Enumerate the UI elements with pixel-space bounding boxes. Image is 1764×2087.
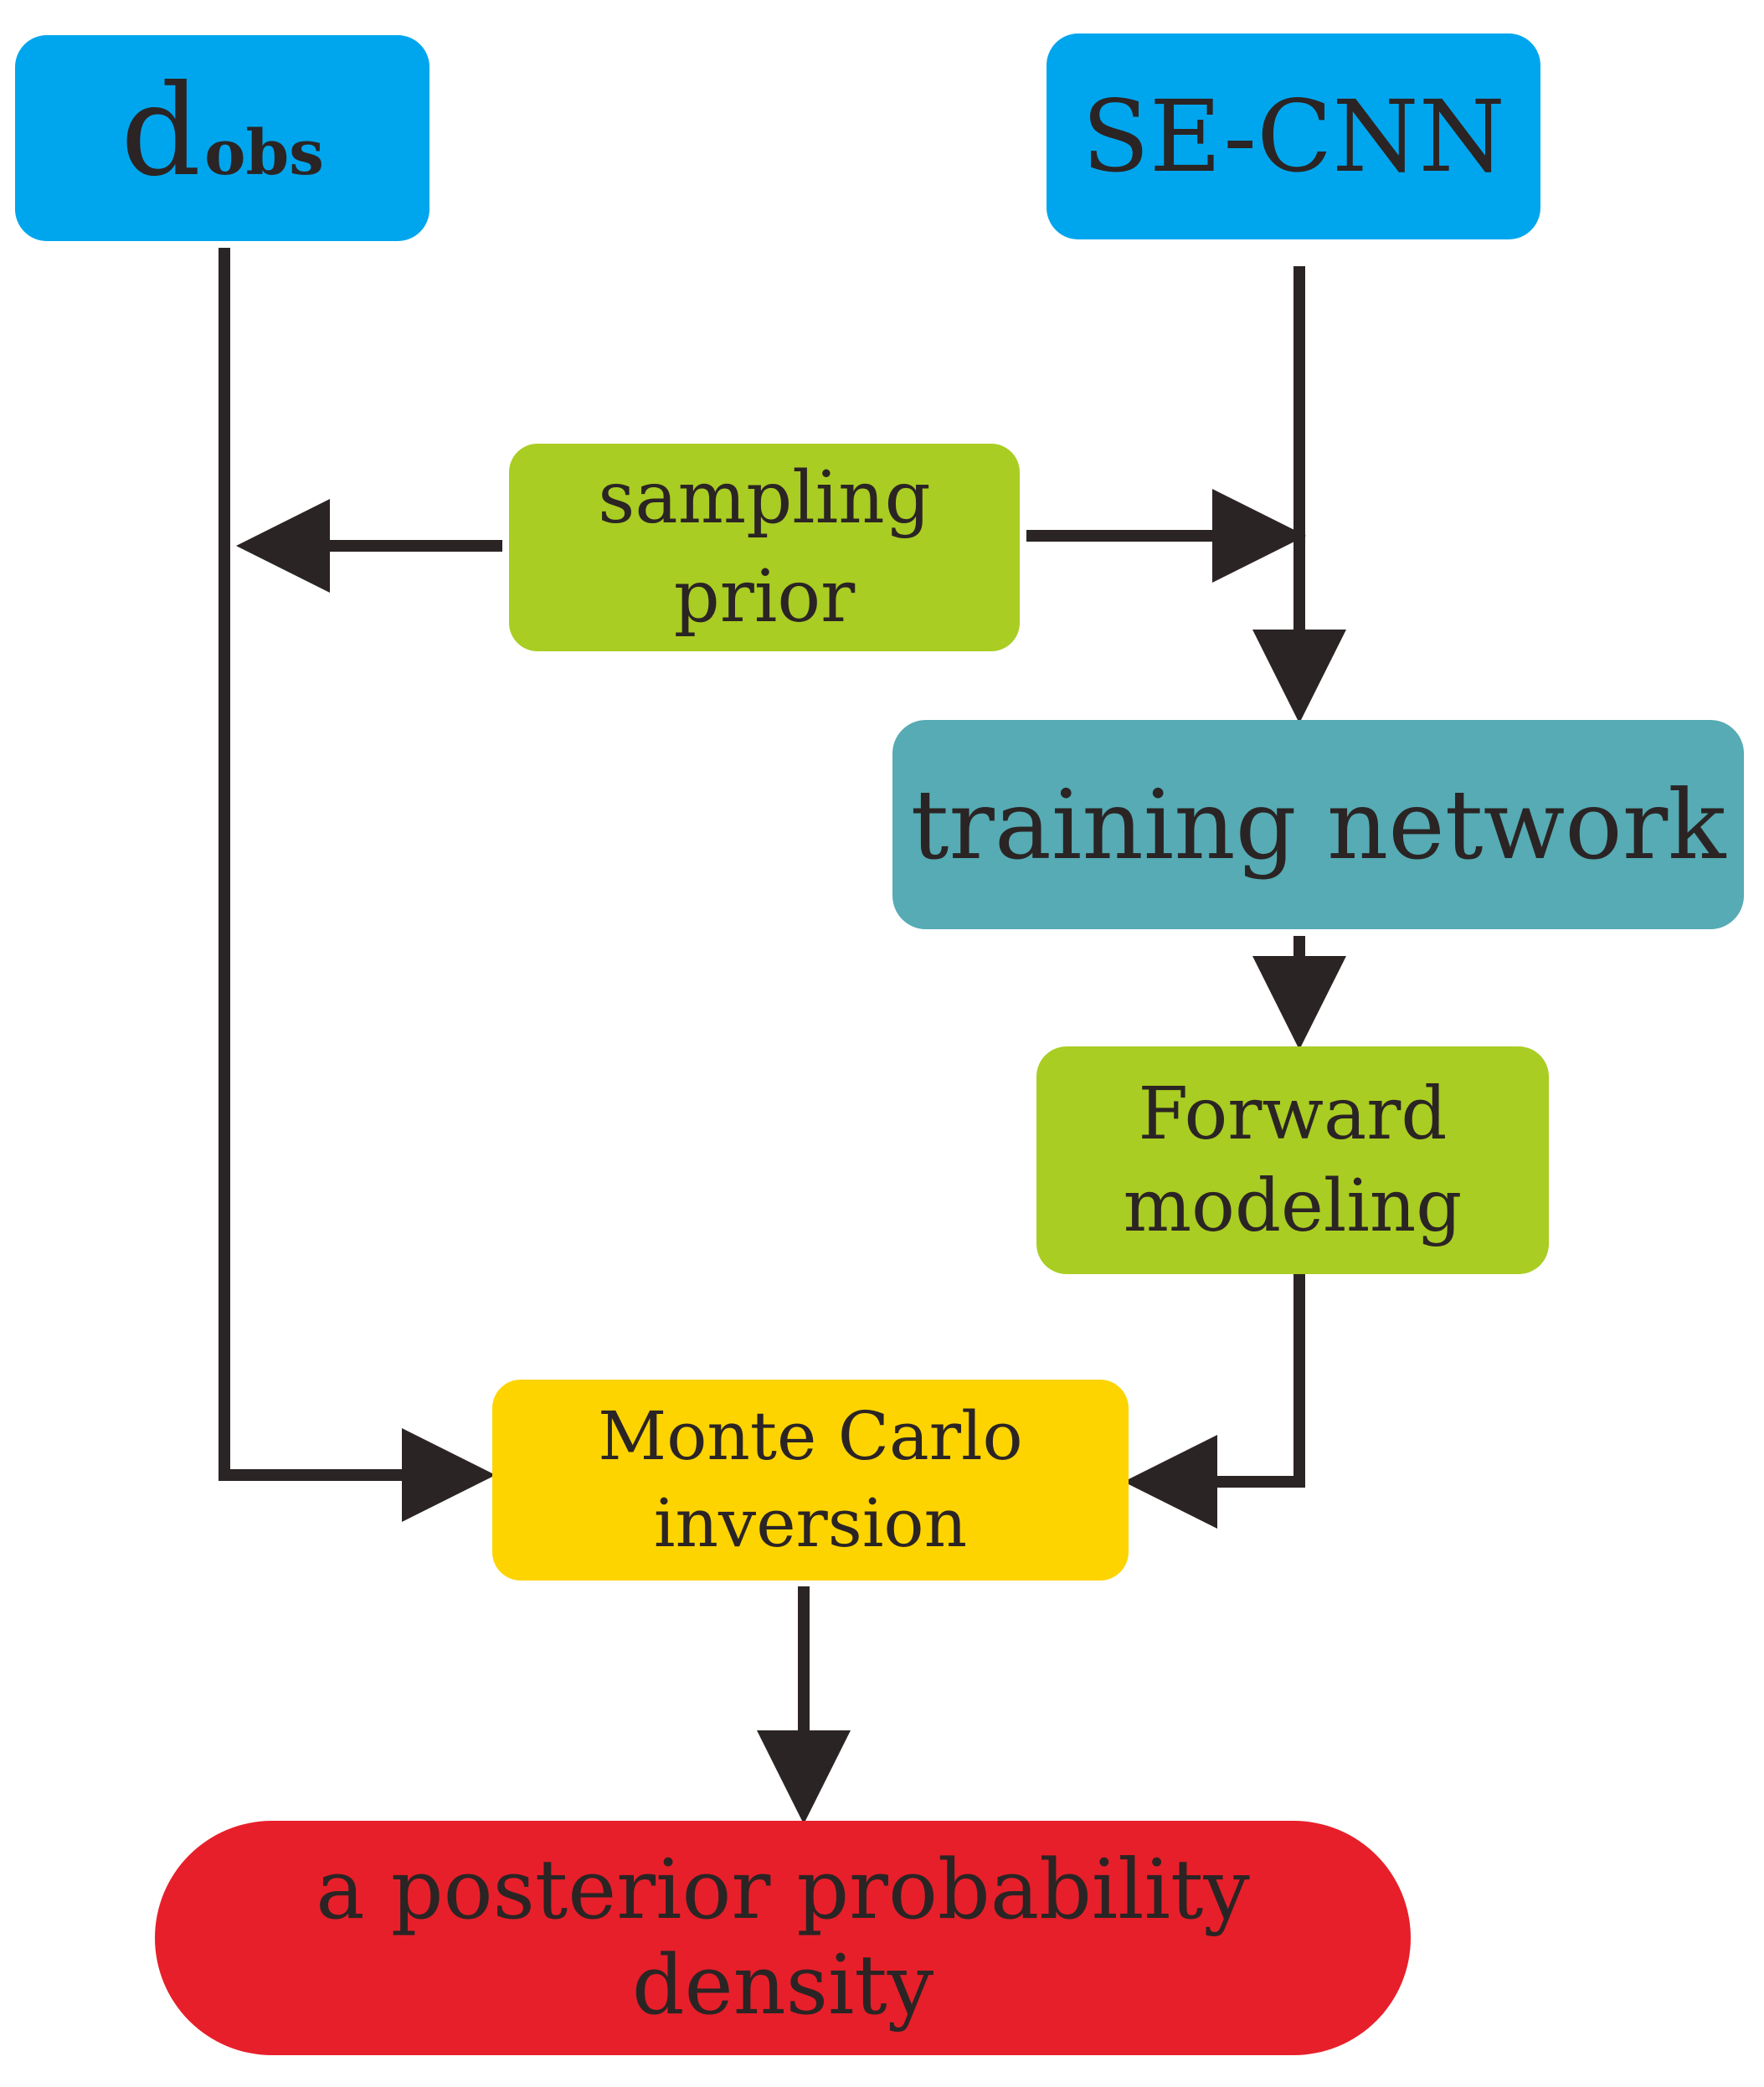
sampling-prior-node: sampling prior [509,444,1020,651]
forward-modeling-line1: Forward [1138,1072,1448,1156]
secnn-label: SE-CNN [1082,79,1505,194]
posterior-density-node: a posterior probability density [155,1821,1411,2055]
forward-modeling-line2: modeling [1123,1164,1463,1248]
dobs-subscript-label: obs [204,117,324,189]
monte-carlo-line1: Monte Carlo [598,1397,1023,1475]
dobs-node: d obs [15,35,429,241]
training-network-label: training network [910,768,1726,881]
sampling-prior-line1: sampling [598,456,931,540]
monte-carlo-inversion-node: Monte Carlo inversion [492,1380,1129,1581]
posterior-density-label: a posterior probability density [316,1843,1250,2033]
secnn-node: SE-CNN [1047,33,1540,239]
edge-dobs-to-montecarlo [219,248,496,1522]
edge-forward-to-montecarlo [1124,1274,1305,1529]
forward-modeling-node: Forward modeling [1036,1046,1549,1274]
dobs-main-label: d [121,59,202,204]
monte-carlo-line2: inversion [653,1484,968,1562]
training-network-node: training network [892,720,1744,929]
sampling-prior-line2: prior [673,555,856,639]
